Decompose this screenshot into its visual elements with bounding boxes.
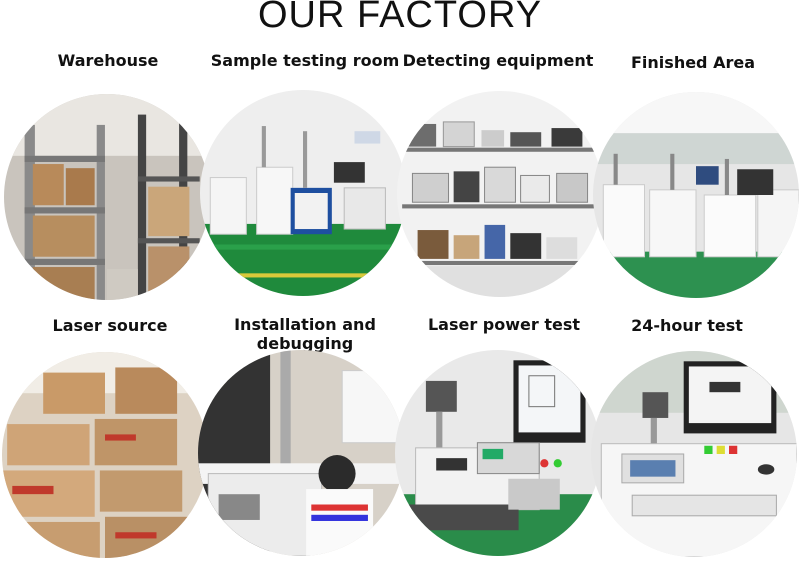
photo-finished-area [593, 92, 799, 298]
photo-installation-and-debugging [198, 350, 404, 556]
label-warehouse: Warehouse [57, 51, 159, 70]
label-laser-power-test: Laser power test [427, 315, 581, 334]
page-title: OUR FACTORY [257, 0, 543, 36]
photo-laser-source [2, 352, 208, 558]
photo-laser-power-test [395, 350, 601, 556]
photo-24-hour-test [591, 351, 797, 557]
label-finished-area: Finished Area [631, 53, 755, 72]
label-sample-testing-room: Sample testing room [210, 51, 400, 70]
photo-warehouse [4, 94, 210, 300]
photo-detecting-equipment [397, 91, 603, 297]
label-installation-and-debugging: Installation and debugging [234, 315, 376, 353]
label-laser-source: Laser source [52, 316, 168, 335]
photo-sample-testing-room [200, 90, 406, 296]
label-24-hour-test: 24-hour test [631, 316, 743, 335]
label-detecting-equipment: Detecting equipment [402, 51, 594, 70]
